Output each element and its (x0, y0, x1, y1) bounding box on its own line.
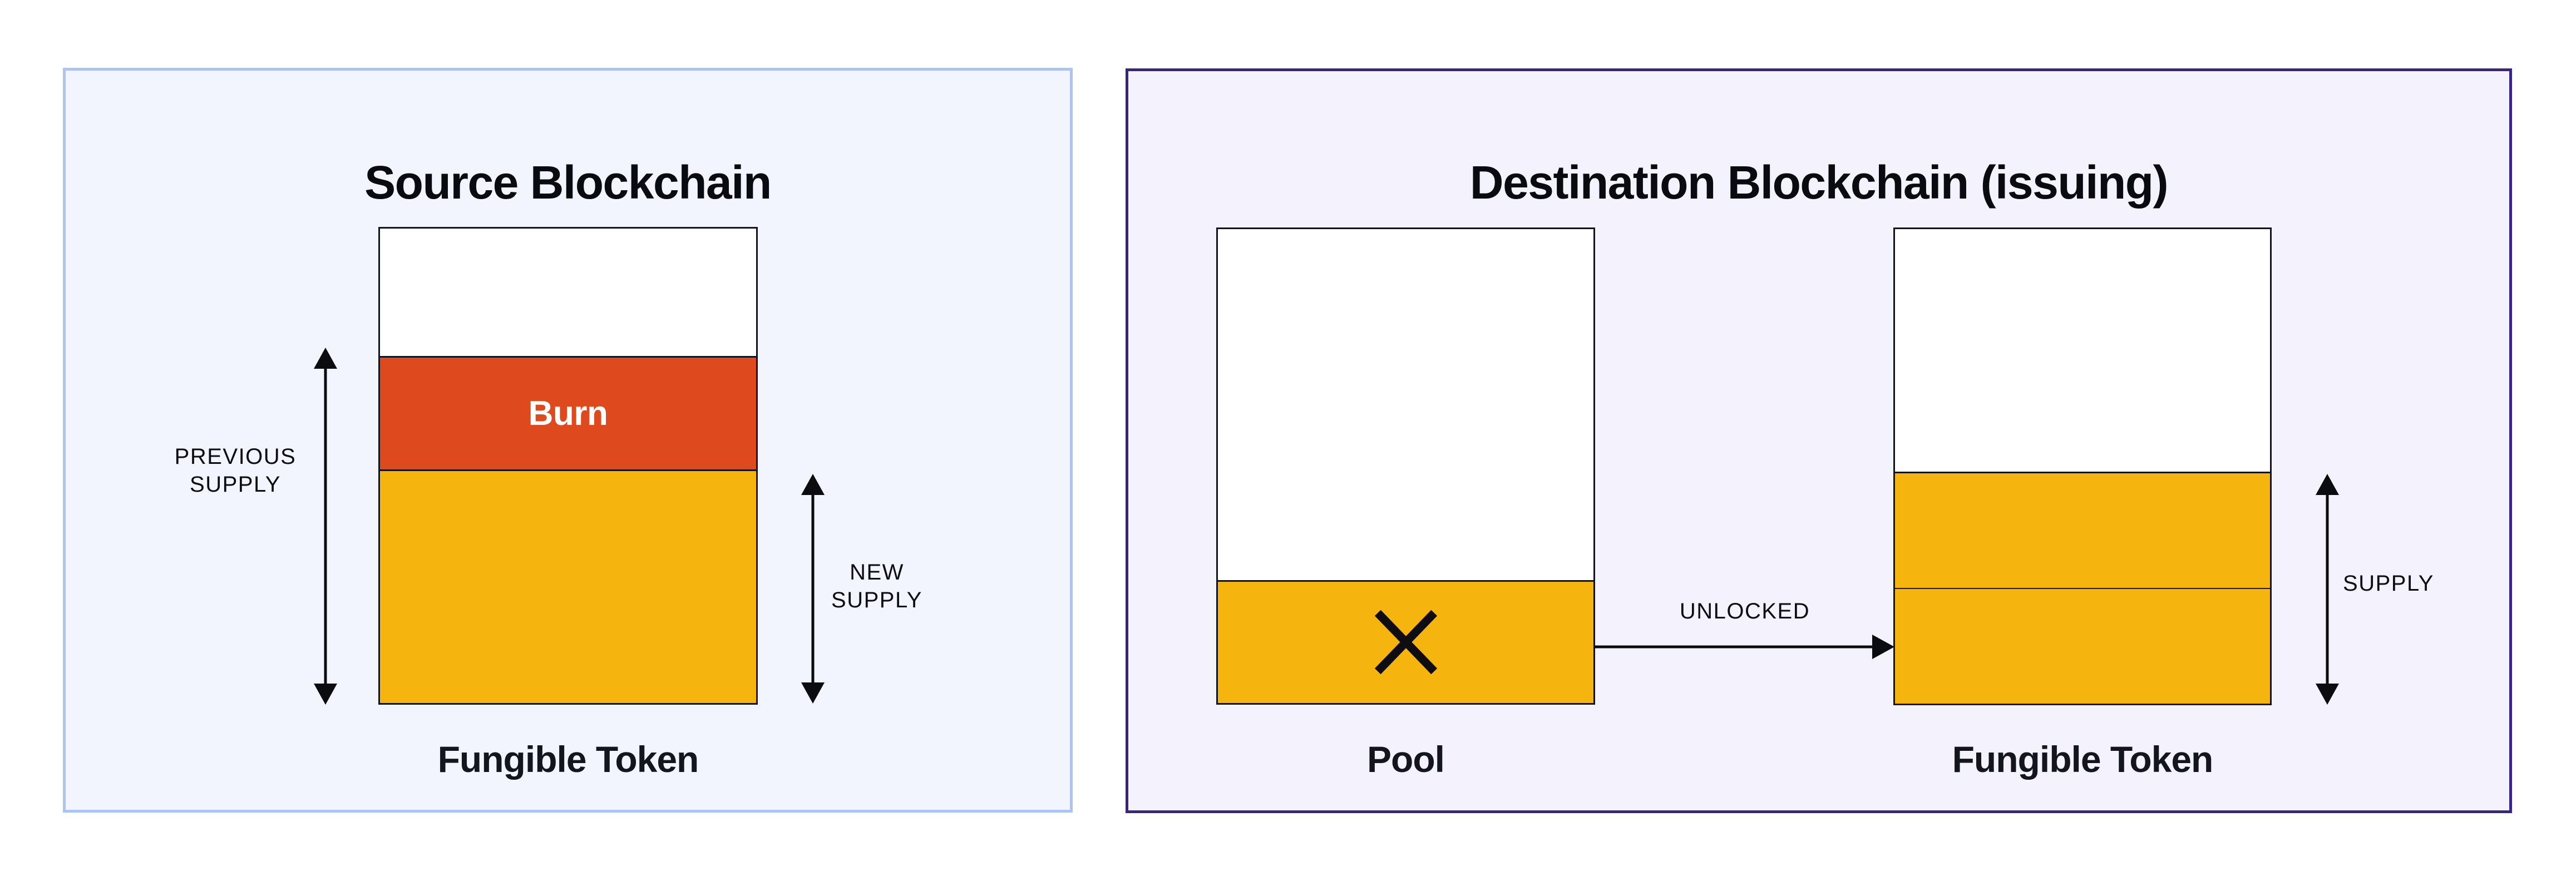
source-token-caption: Fungible Token (437, 739, 699, 780)
pool-bar-empty-segment (1218, 229, 1593, 580)
destination-token-bar (1893, 227, 2272, 705)
destination-bar-unlocked-segment (1895, 588, 2270, 704)
previous-supply-line2: SUPPLY (190, 472, 281, 497)
supply-label: SUPPLY (2313, 570, 2464, 597)
destination-bar-empty-segment (1895, 229, 2270, 472)
destination-bar-minted-segment (1895, 472, 2270, 588)
destination-token-caption: Fungible Token (1952, 739, 2214, 780)
pool-bar (1216, 227, 1595, 705)
unlocked-arrow (1595, 635, 1894, 659)
new-supply-line1: NEW (850, 560, 904, 585)
previous-supply-arrow (314, 348, 337, 705)
unlocked-text: UNLOCKED (1679, 599, 1810, 623)
previous-supply-line1: PREVIOUS (174, 444, 297, 469)
source-bar-burn-segment: Burn (380, 356, 756, 471)
destination-panel-title: Destination Blockchain (issuing) (1469, 156, 2169, 209)
x-mark-icon (1364, 601, 1448, 684)
pool-bar-locked-segment (1218, 580, 1593, 703)
source-bar-new-supply-segment (380, 471, 756, 703)
previous-supply-label: PREVIOUS SUPPLY (124, 443, 347, 498)
new-supply-label: NEW SUPPLY (796, 558, 958, 614)
new-supply-line2: SUPPLY (831, 588, 922, 612)
supply-arrow (2316, 474, 2339, 705)
supply-text: SUPPLY (2343, 571, 2434, 596)
source-panel-title: Source Blockchain (364, 156, 772, 209)
unlocked-label: UNLOCKED (1606, 597, 1884, 625)
pool-caption: Pool (1367, 739, 1445, 780)
burn-label: Burn (528, 394, 608, 433)
new-supply-arrow (801, 474, 825, 704)
source-bar-empty-segment (380, 229, 756, 356)
source-token-bar: Burn (378, 227, 758, 705)
